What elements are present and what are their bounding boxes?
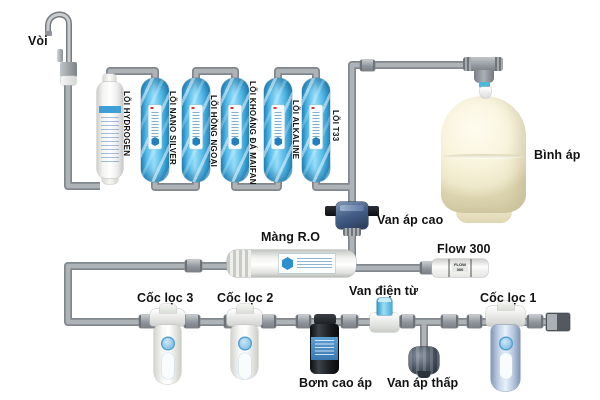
tank-tee-fitting: [463, 57, 503, 71]
hp-valve-port-left: [325, 206, 337, 216]
pipe-coupler: [296, 315, 311, 328]
ro-membrane: [227, 250, 356, 277]
cartridge-hydrogen-neck: [103, 74, 116, 84]
cartridge-hydrogen-label: LÕI HYDROGEN: [122, 91, 131, 157]
cartridge-nano-silver-label: LÕI NANO SILVER: [168, 91, 177, 166]
hp-valve-base-rings: [343, 228, 361, 236]
flow-restrictor: FLOW 300: [432, 259, 488, 277]
pressure-tank-seam: [443, 154, 524, 159]
faucet-handle: [57, 49, 63, 62]
pipe-coupler: [360, 60, 375, 71]
filter-cup-1-body: [491, 325, 520, 391]
booster-pump: [310, 324, 339, 374]
hp-valve-port-right: [367, 206, 379, 216]
cartridge-label-panel: [309, 105, 323, 149]
ro-membrane-label-panel: [279, 254, 335, 273]
high-pressure-valve-label: Van áp cao: [377, 213, 444, 227]
solenoid-valve-body: [370, 313, 399, 332]
cartridge-label-panel: [271, 105, 285, 149]
pipe-coupler: [261, 315, 276, 328]
cartridge-label-panel: [148, 105, 162, 149]
cartridge-alkaline-label: LÕI ALKALINE: [291, 100, 300, 160]
low-pressure-valve: [409, 347, 439, 374]
faucet-collar: [61, 76, 76, 85]
cartridge-maifan: [221, 78, 249, 182]
low-pressure-valve-label: Van áp thấp: [387, 376, 459, 390]
high-pressure-valve: [336, 202, 368, 229]
solenoid-valve-coil: [377, 298, 392, 315]
pressure-tank: [441, 96, 526, 213]
cartridge-hydrogen-band: [99, 106, 121, 113]
cartridge-maifan-label: LÕI KHOÁNG ĐÁ MAIFAN: [248, 81, 257, 185]
pipe-coupler: [441, 315, 458, 328]
pipe-coupler: [527, 315, 543, 328]
ro-membrane-label: Màng R.O: [261, 230, 321, 244]
cartridge-label-panel: [228, 105, 242, 149]
pump-label-band: [311, 337, 338, 360]
tank-label: Bình áp: [534, 148, 581, 162]
faucet-label: Vòi: [28, 34, 48, 48]
feed-inlet-connector: [546, 313, 570, 331]
cartridge-hong-ngoai-label: LÕI HỒNG NGOẠI: [209, 95, 218, 168]
pump-head: [314, 314, 336, 325]
cartridge-hydrogen: [97, 82, 123, 178]
cartridge-label-panel: [189, 105, 203, 149]
filter-cup-2-body: [231, 325, 258, 379]
pipe-coupler: [400, 315, 415, 328]
cartridge-hydrogen-foot: [102, 176, 118, 184]
filter-cup-3-head: [150, 309, 185, 326]
filter-cup-2-head: [227, 309, 262, 326]
cartridge-hong-ngoai: [182, 78, 210, 182]
pipe-coupler: [467, 315, 482, 328]
faucet-neck-fill: [46, 13, 71, 82]
filter-cup-3-label: Cốc lọc 3: [137, 291, 194, 305]
cartridge-t33-label: LÕI T33: [331, 110, 340, 142]
cartridge-t33: [302, 78, 330, 182]
faucet-base: [60, 62, 77, 77]
pump-label: Bơm cao áp: [299, 376, 373, 390]
pipe-coupler: [341, 315, 358, 328]
flow-restrictor-print: FLOW 300: [452, 262, 468, 272]
tank-valve: [480, 87, 491, 98]
filter-cup-2-label: Cốc lọc 2: [217, 291, 274, 305]
cartridge-nano-silver: [141, 78, 169, 182]
pipe-coupler: [184, 315, 200, 328]
filter-cup-3-body: [154, 325, 181, 384]
filter-cup-1-head: [486, 306, 525, 326]
pipe-coupler: [185, 260, 202, 272]
solenoid-valve-label: Van điện từ: [349, 284, 419, 298]
tank-tee-stub: [474, 70, 494, 83]
tank-valve-ring: [479, 82, 490, 88]
filter-cup-1-label: Cốc lọc 1: [480, 291, 537, 305]
flow-restrictor-label: Flow 300: [437, 242, 491, 256]
cartridge-alkaline: [264, 78, 292, 182]
faucet-spout-tip: [45, 31, 52, 36]
cartridge-hydrogen-lines: [101, 117, 119, 165]
